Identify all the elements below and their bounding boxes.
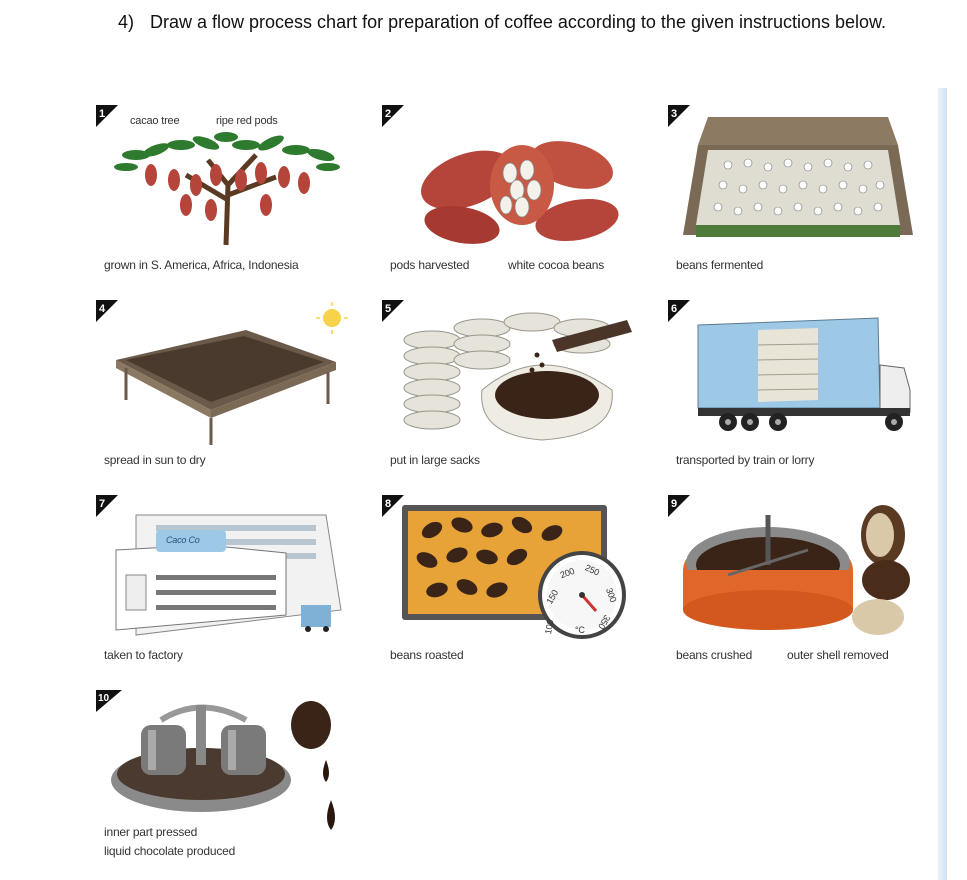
step-badge: 4 [96,300,118,322]
caption-liquid-chocolate-produced: liquid chocolate produced [104,844,236,858]
caption-outer-shell-removed: outer shell removed [787,648,889,662]
question-number: 4) [118,12,135,32]
step-badge: 2 [382,105,404,127]
caption: spread in sun to dry [104,453,206,467]
fermenting-box-illustration [683,117,913,237]
step-9: 9 beans crushed outer shell removed [668,495,928,675]
caption-pods-harvested: pods harvested [390,258,470,272]
factory-sign: Caco Co [166,535,200,545]
press-illustration [111,701,335,830]
caption-beans-crushed: beans crushed [676,648,753,662]
step-badge: 1 [96,105,118,127]
step-badge: 9 [668,495,690,517]
page-edge [938,88,947,880]
caption-white-cocoa-beans: white cocoa beans [508,258,604,272]
step-badge: 5 [382,300,404,322]
caption: beans fermented [676,258,764,272]
caption-inner-part-pressed: inner part pressed [104,825,198,839]
label-cacao-tree: cacao tree [130,115,180,127]
step-10: 10 inner part pressed liquid chocolate p… [96,690,356,875]
step-4: 4 spread in sun to dry [96,300,356,480]
truck-illustration [697,317,911,431]
crusher-illustration [683,505,910,635]
step-5: 5 put in large sacks [382,300,642,480]
question-text: Draw a flow process chart for preparatio… [150,12,887,32]
step-7: 7 Caco Co taken to factory [96,495,356,675]
caption: taken to factory [104,648,183,662]
step-3: 3 beans fermented [668,105,928,285]
caption: grown in S. America, Africa, Indonesia [104,258,299,272]
sacks-illustration [403,312,632,441]
step-8: 8 100 150 200 250 300 350 °C beans roast… [382,495,642,675]
step-badge: 7 [96,495,118,517]
cacao-tree-illustration [114,132,340,246]
caption: beans roasted [390,648,464,662]
roasting-tray-illustration [402,505,626,639]
drying-tray-illustration [116,302,348,445]
thermo-unit: °C [575,625,585,635]
step-badge: 10 [96,690,122,712]
step-2: 2 pods harvested white cocoa beans [382,105,642,285]
factory-illustration [115,514,342,636]
caption: transported by train or lorry [676,453,815,467]
step-1: 1 cacao tree ripe red pods grown in S. A… [96,105,356,285]
step-badge: 8 [382,495,404,517]
step-6: 6 transported by train or lorry [668,300,928,480]
step-badge: 3 [668,105,690,127]
sun-icon [323,309,341,327]
caption: put in large sacks [390,453,480,467]
label-ripe-red-pods: ripe red pods [216,115,278,127]
harvested-pods-illustration [421,141,619,244]
step-badge: 6 [668,300,690,322]
